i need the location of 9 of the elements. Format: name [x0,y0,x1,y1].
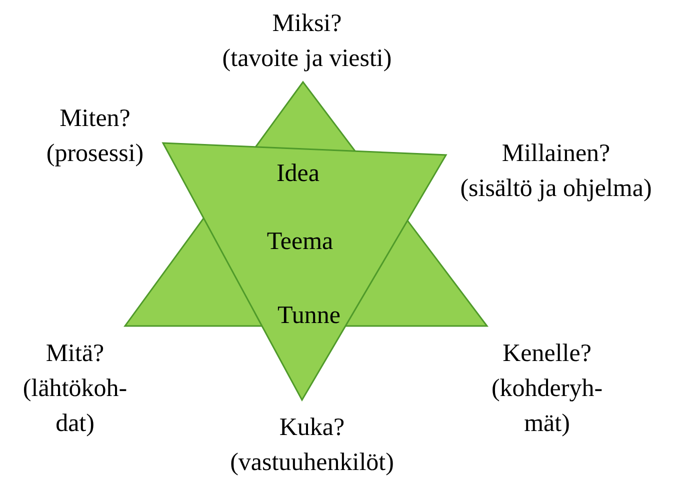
point-label: Millainen? (sisältö ja ohjelma) [459,139,653,204]
point-label: Mitä? (lähtökoh- dat) [22,339,128,439]
star-center-text: Tunne [278,301,340,331]
star-center-text: Teema [266,227,334,257]
point-label: Kenelle? (kohderyh- mät) [490,339,604,439]
point-label: Miten? (prosessi) [45,104,145,169]
point-label: Miksi? (tavoite ja viesti) [221,9,393,74]
point-label: Kuka? (vastuuhenkilöt) [229,413,395,478]
star-center-text: Idea [276,159,320,189]
